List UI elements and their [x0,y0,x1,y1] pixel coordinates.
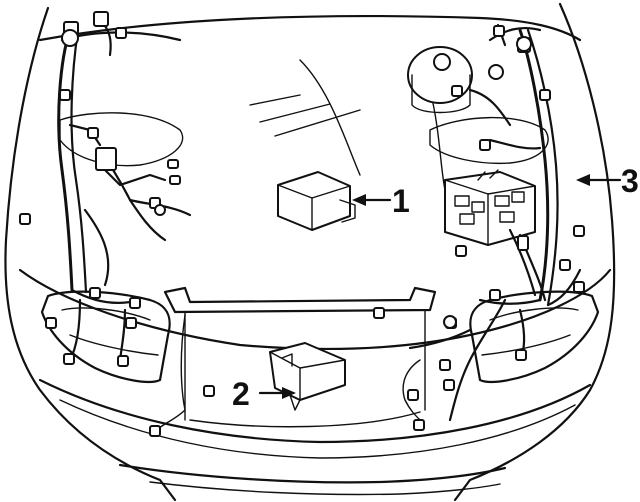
callout-label-3: 3 [621,163,639,199]
left-headlight [40,290,171,383]
radiator-support [163,286,437,428]
relay-block [269,342,346,411]
wire-harness-left [57,18,192,433]
grommets [61,29,532,329]
control-module-box [277,171,356,231]
fuse-box [444,169,536,246]
car-body-outline [4,2,616,502]
callout-label-1: 1 [392,183,410,219]
callout-label-2: 2 [232,376,250,412]
callout-arrows [258,174,622,399]
strut-towers [59,59,549,191]
right-headlight [469,290,600,383]
